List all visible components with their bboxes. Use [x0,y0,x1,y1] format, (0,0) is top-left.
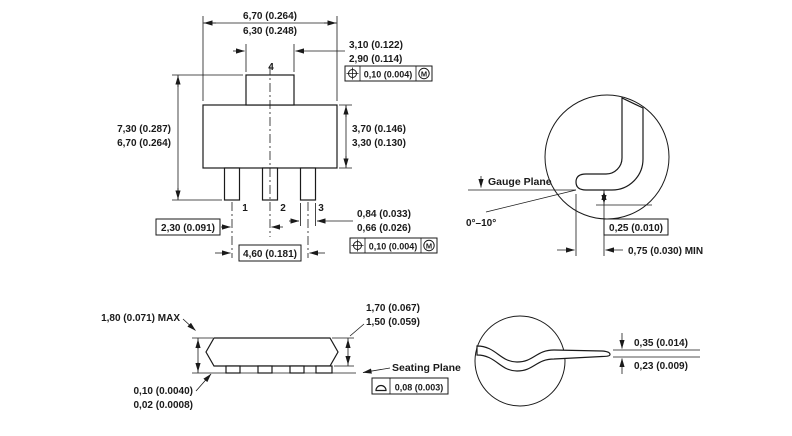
pin2-label: 2 [280,203,286,214]
side-lead-foot [289,365,305,374]
detail-circle [474,315,566,407]
side-lead-foot [225,365,241,374]
dim-body-height-max: 1,70 (0.067) [366,303,420,314]
dim-standoff-max: 0,10 (0.0040) [134,386,194,397]
lead-fcf-modifier: M [426,242,432,251]
dim-tab-min: 2,90 (0.114) [349,54,402,65]
dim-pitch: 2,30 (0.091) [161,223,215,234]
pin3-outline [299,167,317,201]
pin4-label: 4 [268,62,274,73]
seating-plane-label: Seating Plane [392,362,461,374]
detail-circle [544,94,670,220]
dim-width-min: 6,30 (0.248) [243,26,297,37]
dim-span: 4,60 (0.181) [243,249,297,260]
dim-lead-width-min: 0,66 (0.026) [357,223,411,234]
dim-lead-thickness-max: 0,35 (0.014) [634,338,688,349]
lead-profile [575,97,644,191]
extension-lines-thickness [332,337,354,367]
dim-height-max: 7,30 (0.287) [117,124,171,135]
extension-lines-height [172,74,243,201]
tab-fcf-modifier: M [421,70,427,79]
pitch-dimension: 2,30 (0.091) [155,218,283,236]
extension-lines-foot [575,194,605,256]
lead-fcf-tolerance: 0,10 (0.004) [369,242,418,252]
pin1-label: 1 [242,203,248,214]
position-symbol-icon [346,67,359,80]
flatness-control-frame: 0,08 (0.003) [371,377,449,395]
leader-line [349,323,365,337]
dim-body-min: 3,30 (0.130) [352,138,406,149]
dim-foot-length: 0,75 (0.030) MIN [628,246,703,257]
extension-lines-width [202,16,338,101]
pin1-outline [223,167,241,201]
lead-cross-section [476,345,611,372]
dim-lead-thickness-min: 0,23 (0.009) [634,361,688,372]
mmc-symbol-icon: M [418,67,430,80]
lead-thickness-detail: 0,35 (0.014) 0,23 (0.009) [474,315,700,407]
dim-body-max: 3,70 (0.146) [352,124,406,135]
extension-lines-lead-width [300,203,316,226]
dim-gauge-offset: 0,25 (0.010) [609,223,663,234]
side-view: 1,80 (0.071) MAX 0,10 (0.0040) 0,02 (0.0… [101,303,461,411]
gauge-plane-label: Gauge Plane [488,176,552,188]
position-symbol-icon [351,239,364,252]
flatness-tolerance: 0,08 (0.003) [395,383,444,393]
pin3-label: 3 [318,203,324,214]
mmc-symbol-icon: M [423,239,435,252]
arrow-leader [362,367,391,374]
dim-lead-width-max: 0,84 (0.033) [357,209,411,220]
offset-dim-box [603,218,669,236]
dim-width-max: 6,70 (0.264) [243,11,297,22]
tab-fcf-tolerance: 0,10 (0.004) [364,70,413,80]
extension-lines-body [339,104,352,169]
dim-body-height-min: 1,50 (0.059) [366,317,420,328]
arrow-leader [195,373,212,392]
top-view: 6,70 (0.264) 6,30 (0.248) 3,10 (0.122) 2… [117,11,438,262]
lead-feature-control-frame: 0,10 (0.004) M [349,237,438,254]
angle-line [485,189,577,213]
dim-tab-max: 3,10 (0.122) [349,40,403,51]
dim-height-min: 6,70 (0.264) [117,138,171,149]
extension-lines-tab [245,44,295,72]
side-tab-foot [315,365,333,374]
dim-max-height: 1,80 (0.071) MAX [101,313,180,324]
tab-feature-control-frame: 0,10 (0.004) M [344,65,433,82]
arrow-leader [182,318,196,331]
span-dimension: 4,60 (0.181) [215,244,325,262]
gauge-plane-detail: Gauge Plane 0°–10° 0,25 (0.010) 0,75 (0.… [466,94,703,257]
extension-lines-lead-thickness [613,349,700,358]
seating-plane-symbol-icon [375,384,387,392]
side-lead-foot [257,365,273,374]
angle-value: 0°–10° [466,218,496,229]
side-body-outline [205,337,339,367]
dim-standoff-min: 0,02 (0.0008) [134,400,194,411]
